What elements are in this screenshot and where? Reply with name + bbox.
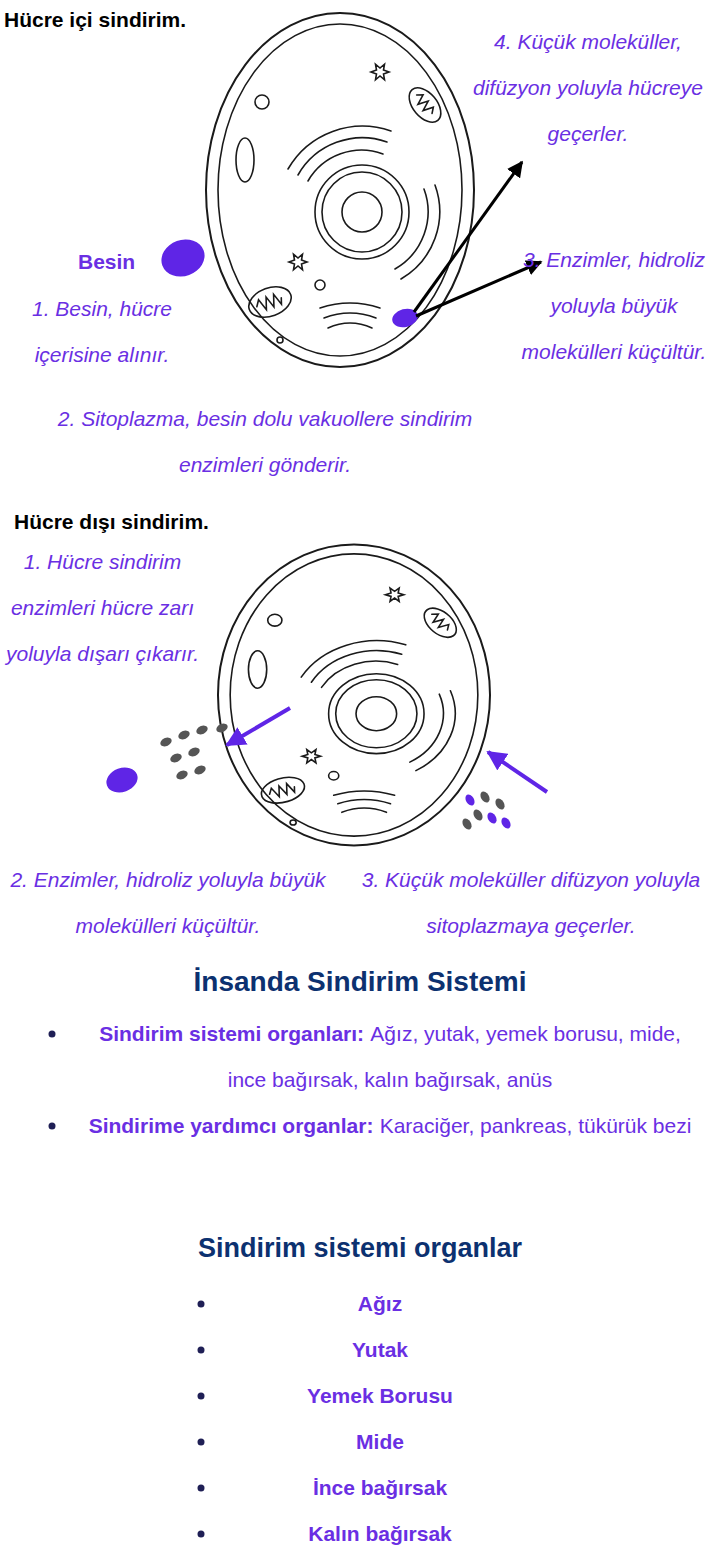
enzyme-dot — [175, 769, 189, 781]
molecule-dot — [461, 817, 474, 831]
bullet-text: Karaciğer, pankreas, tükürük bezi — [380, 1114, 692, 1137]
list-item: Mide — [356, 1430, 404, 1453]
list-item: Kalın bağırsak — [308, 1522, 452, 1545]
text-block: Mide — [260, 1419, 500, 1465]
bullet-dot — [198, 1531, 205, 1538]
bullet-dot — [198, 1485, 205, 1492]
step-note: 3. Enzimler, hidroliz yoluyla büyük mole… — [522, 248, 707, 363]
page-heading: Sindirim sistemi organlar — [198, 1233, 522, 1263]
enzyme-dot — [169, 752, 183, 764]
bullet-text: Sindirime yardımcı organlar: — [89, 1114, 374, 1137]
text-block: Hücre içi sindirim. — [4, 0, 334, 40]
text-block: Kalın bağırsak — [260, 1511, 500, 1557]
step-note: 1. Hücre sindirim enzimleri hücre zarı y… — [6, 550, 199, 665]
text-block: İnsanda Sindirim Sistemi — [100, 959, 620, 1005]
food-particle — [103, 763, 141, 796]
text-block: Sindirim sistemi organları:Ağız, yutak, … — [80, 1011, 700, 1103]
list-item: Yutak — [352, 1338, 408, 1361]
molecule-dot — [479, 790, 492, 804]
text-block: 4. Küçük moleküller, difüzyon yoluyla hü… — [463, 19, 713, 157]
list-item: Ağız — [358, 1292, 402, 1315]
enzyme-dot — [193, 764, 207, 776]
enzyme-dot — [187, 746, 201, 758]
molecule-dot — [464, 793, 477, 807]
enzyme-dot — [177, 729, 191, 741]
text-block: Yemek Borusu — [260, 1373, 500, 1419]
food-particle — [156, 234, 210, 283]
bullet-dot — [49, 1123, 56, 1130]
text-block: Ağız — [260, 1281, 500, 1327]
step-note: 1. Besin, hücre içerisine alınır. — [32, 297, 172, 366]
bullet-dot — [198, 1439, 205, 1446]
enzyme-arrow — [227, 708, 290, 745]
list-item: İnce bağırsak — [313, 1476, 447, 1499]
leader-arrow — [414, 162, 522, 312]
text-block: İnce bağırsak — [260, 1465, 500, 1511]
absorption-arrow — [488, 752, 547, 792]
bullet-dot — [198, 1347, 205, 1354]
molecule-dot — [500, 816, 513, 830]
text-block: 3. Küçük moleküller difüzyon yoluyla sit… — [350, 857, 712, 949]
text-block: 2. Enzimler, hidroliz yoluyla büyük mole… — [3, 857, 333, 949]
molecule-dot — [494, 797, 507, 811]
enzyme-dot — [215, 722, 229, 734]
leader-arrow — [416, 262, 541, 316]
molecule-dot — [472, 808, 485, 822]
list-item: Yemek Borusu — [307, 1384, 453, 1407]
text-block: 3. Enzimler, hidroliz yoluyla büyük mole… — [512, 237, 716, 375]
bullet-dot — [198, 1301, 205, 1308]
bullet-dot — [49, 1031, 56, 1038]
text-block: Besin — [78, 239, 158, 285]
enzyme-dot — [159, 736, 173, 748]
text-block: 1. Hücre sindirim enzimleri hücre zarı y… — [5, 539, 200, 677]
small-molecules — [461, 790, 513, 831]
text-block: Sindirim sistemi organlar — [100, 1225, 620, 1271]
bullet-dot — [198, 1393, 205, 1400]
section-heading: Hücre dışı sindirim. — [14, 510, 209, 533]
text-block: Sindirime yardımcı organlar: Karaciğer, p… — [80, 1103, 700, 1149]
molecule-dot — [486, 811, 499, 825]
enzyme-molecules — [159, 722, 229, 781]
cell — [206, 13, 474, 367]
section-heading: Hücre içi sindirim. — [4, 8, 186, 31]
step-note: 2. Sitoplazma, besin dolu vakuollere sin… — [58, 407, 472, 476]
bullet-text: Sindirim sistemi organları: — [99, 1022, 364, 1045]
cell — [218, 545, 490, 846]
page-heading: İnsanda Sindirim Sistemi — [194, 966, 527, 997]
text-block: 2. Sitoplazma, besin dolu vakuollere sin… — [55, 396, 475, 488]
text-block: Hücre dışı sindirim. — [14, 502, 344, 542]
enzyme-dot — [195, 724, 209, 736]
text-block: Yutak — [260, 1327, 500, 1373]
step-note: 4. Küçük moleküller, difüzyon yoluyla hü… — [473, 30, 703, 145]
step-note: 2. Enzimler, hidroliz yoluyla büyük mole… — [10, 868, 325, 937]
text-block: 1. Besin, hücre içerisine alınır. — [4, 286, 200, 378]
part-label: Besin — [78, 250, 135, 273]
step-note: 3. Küçük moleküller difüzyon yoluyla sit… — [362, 868, 701, 937]
